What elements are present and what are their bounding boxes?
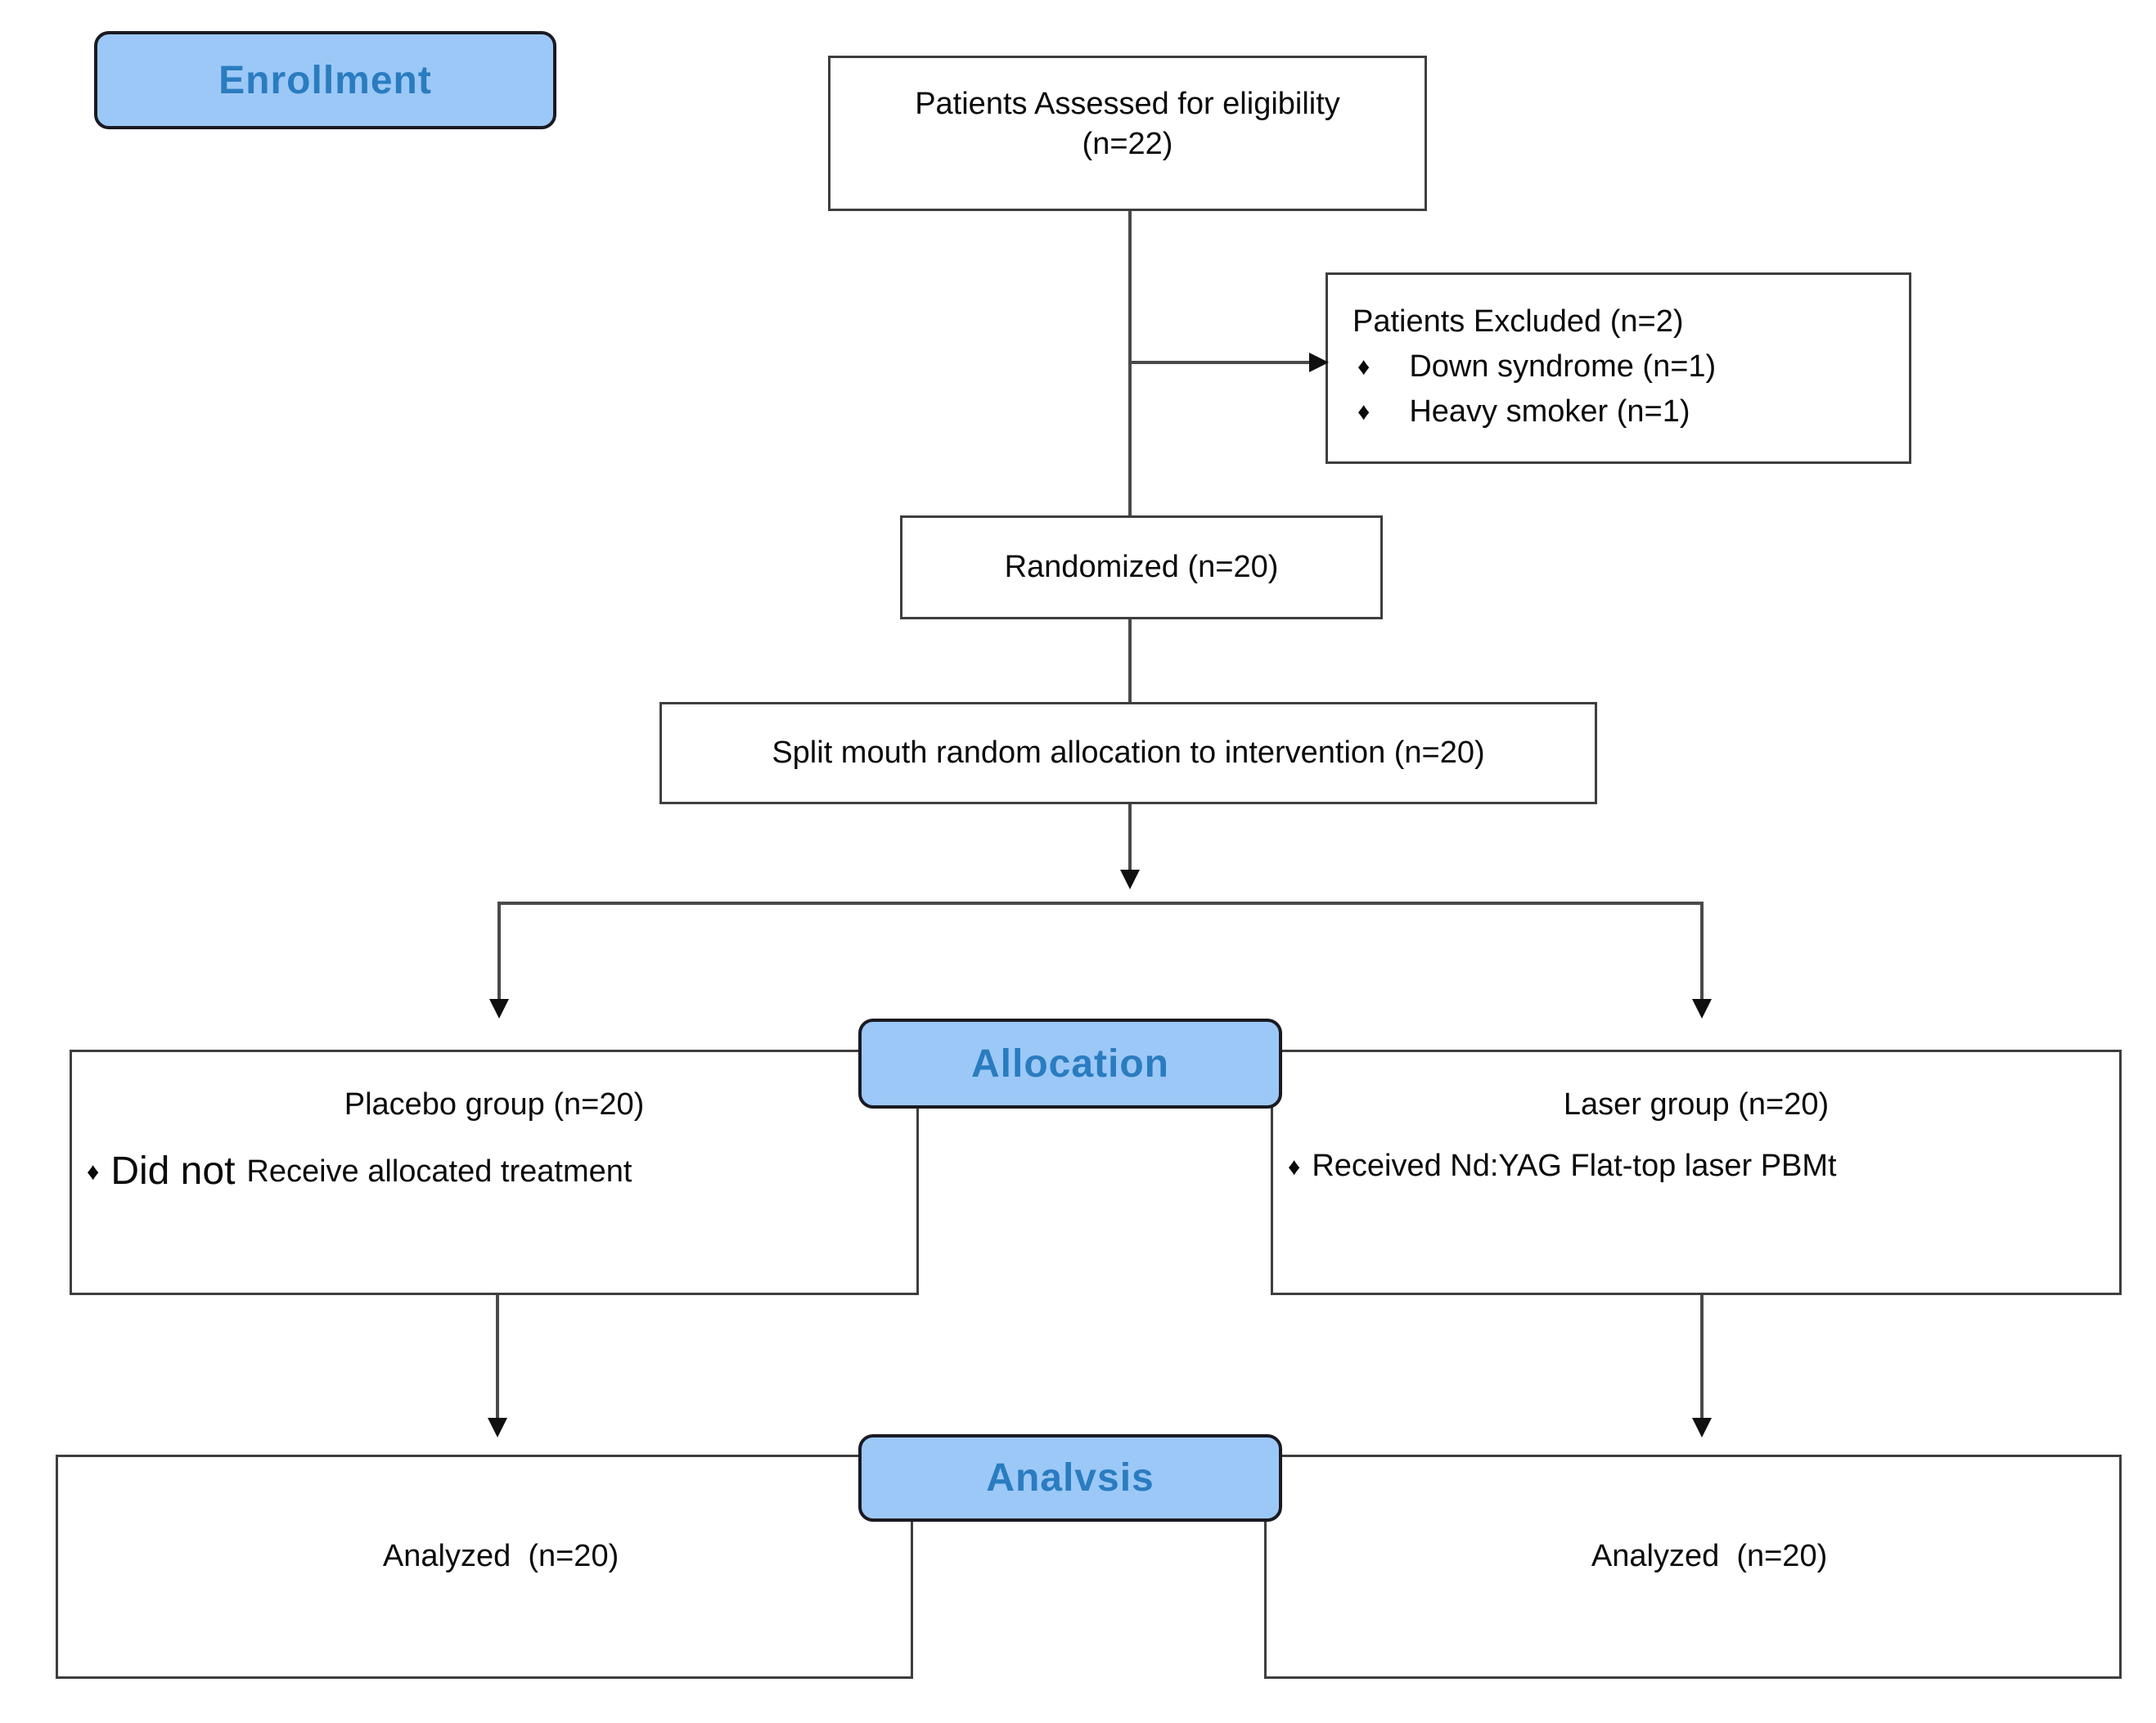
connector-split-to-branch — [1128, 803, 1132, 871]
stage-enrollment-label: Enrollment — [218, 58, 432, 102]
arrowhead-down-right-branch-icon — [1692, 999, 1712, 1019]
split-text: Split mouth random allocation to interve… — [772, 735, 1485, 770]
assessed-line1: Patients Assessed for eligibility — [915, 87, 1340, 121]
box-laser-group: Laser group (n=20) ♦ Received Nd:YAG Fla… — [1271, 1050, 2122, 1295]
placebo-bullet-row: ♦ Did not Receive allocated treatment — [72, 1146, 916, 1197]
placebo-bullet-emphasis: Did not — [110, 1149, 236, 1194]
box-analyzed-placebo: Analyzed (n=20) — [56, 1455, 913, 1679]
box-randomized: Randomized (n=20) — [900, 515, 1383, 619]
box-patients-excluded: Patients Excluded (n=2) ♦ Down syndrome … — [1326, 272, 1911, 464]
analyzed-left-text: Analyzed (n=20) — [382, 1539, 619, 1574]
connector-branch-to-excluded — [1130, 361, 1312, 364]
placebo-group-title: Placebo group (n=20) — [344, 1087, 645, 1122]
assessed-line2: (n=22) — [1082, 127, 1173, 162]
connector-branch-left-down — [497, 902, 501, 1000]
laser-group-title: Laser group (n=20) — [1563, 1087, 1830, 1122]
stage-allocation: Allocation — [858, 1019, 1282, 1109]
arrowhead-right-excluded-icon — [1309, 353, 1329, 372]
box-assessed-eligibility: Patients Assessed for eligibility (n=22) — [828, 56, 1427, 211]
connector-branch-right-down — [1700, 902, 1704, 1000]
stage-allocation-label: Allocation — [970, 1041, 1169, 1086]
excluded-title: Patients Excluded (n=2) — [1353, 304, 1684, 339]
diamond-bullet-icon: ♦ — [1288, 1153, 1301, 1181]
stage-enrollment: Enrollment — [94, 31, 556, 129]
placebo-bullet-text: Receive allocated treatment — [246, 1154, 632, 1189]
excluded-bullet-row: ♦ Heavy smoker (n=1) — [1353, 389, 1893, 434]
diamond-bullet-icon: ♦ — [1357, 398, 1371, 425]
diamond-bullet-icon: ♦ — [87, 1158, 100, 1186]
diamond-bullet-icon: ♦ — [1357, 353, 1371, 380]
excluded-bullet-1: Down syndrome (n=1) — [1409, 349, 1717, 385]
randomized-text: Randomized (n=20) — [1004, 549, 1279, 584]
connector-randomized-to-split — [1128, 618, 1132, 704]
connector-laser-to-analyzed — [1700, 1293, 1704, 1418]
arrowhead-down-placebo-icon — [488, 1418, 507, 1437]
laser-bullet-row: ♦ Received Nd:YAG Flat-top laser PBMt — [1273, 1146, 2119, 1186]
connector-branch-horizontal — [497, 902, 1704, 905]
arrowhead-down-laser-icon — [1692, 1418, 1712, 1437]
excluded-bullet-2: Heavy smoker (n=1) — [1409, 394, 1690, 430]
stage-analysis: Analvsis — [858, 1434, 1282, 1522]
arrowhead-down-split-icon — [1120, 870, 1140, 889]
box-split-mouth-allocation: Split mouth random allocation to interve… — [659, 702, 1597, 804]
laser-bullet-text: Received Nd:YAG Flat-top laser PBMt — [1312, 1149, 1837, 1184]
connector-assessed-to-randomized — [1128, 211, 1132, 517]
excluded-bullet-row: ♦ Down syndrome (n=1) — [1353, 344, 1893, 389]
connector-placebo-to-analyzed — [496, 1293, 499, 1418]
stage-analysis-label: Analvsis — [986, 1456, 1155, 1500]
box-placebo-group: Placebo group (n=20) ♦ Did not Receive a… — [70, 1050, 919, 1295]
analyzed-right-text: Analyzed (n=20) — [1591, 1539, 1828, 1574]
box-analyzed-laser: Analyzed (n=20) — [1264, 1455, 2122, 1679]
arrowhead-down-left-branch-icon — [489, 999, 509, 1019]
